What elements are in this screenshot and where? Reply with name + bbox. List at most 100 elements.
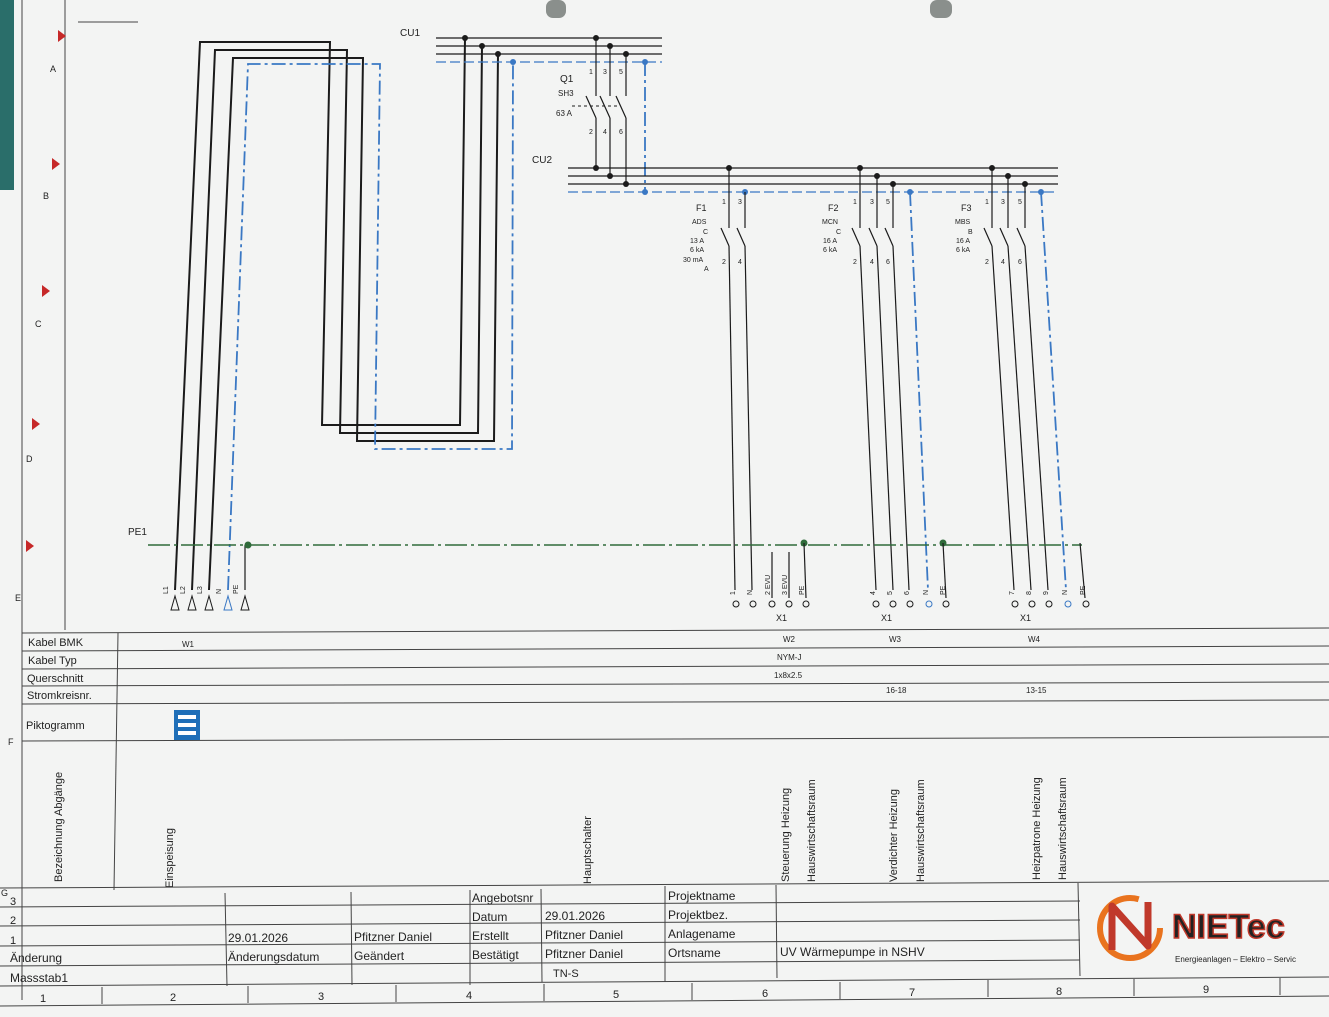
label-aenderung: Änderung bbox=[10, 951, 62, 965]
feed-term-pe: PE bbox=[233, 584, 240, 594]
f3-term-4: 4 bbox=[1001, 259, 1005, 266]
f3-term-2: 2 bbox=[985, 259, 989, 266]
bus-pe1: PE1 bbox=[128, 527, 1086, 599]
label-angebotsnr: Angebotsnr bbox=[472, 891, 533, 905]
f3-rating: 16 A bbox=[956, 238, 970, 245]
feed-term-l1: L1 bbox=[163, 586, 170, 594]
cable-w1: W1 bbox=[182, 640, 195, 649]
distribution-pictogram-icon bbox=[174, 710, 200, 740]
x1a-term-3evu: 3 EVU bbox=[782, 575, 789, 595]
f1-rcd-type: A bbox=[704, 266, 709, 273]
netz-value: TN-S bbox=[553, 968, 579, 980]
f2-term-2: 2 bbox=[853, 259, 857, 266]
column-markers: 1 2 3 4 5 6 7 8 9 bbox=[40, 978, 1281, 1005]
label-massstab: Massstab1 bbox=[10, 971, 68, 985]
f3-type: MBS bbox=[955, 219, 971, 226]
main-switch-q1: Q1 SH3 63 A 1 3 5 2 4 6 bbox=[556, 38, 646, 192]
row-label-b: B bbox=[43, 191, 49, 201]
outgoing-descriptions: Bezeichnung Abgänge Einspeisung Hauptsch… bbox=[53, 772, 1069, 888]
x1a-label: X1 bbox=[776, 613, 787, 623]
row-label-g: G bbox=[1, 888, 8, 898]
desc-f2-room: Hauswirtschaftsraum bbox=[915, 779, 927, 882]
x1b-label: X1 bbox=[881, 613, 892, 623]
row-label-c: C bbox=[35, 319, 42, 329]
f2-term-4: 4 bbox=[870, 259, 874, 266]
col-label-4: 4 bbox=[466, 990, 472, 1002]
x1b-term-5: 5 bbox=[887, 591, 894, 595]
row-kabel-bmk: Kabel BMK bbox=[28, 637, 84, 649]
x1c-term-8: 8 bbox=[1026, 591, 1033, 595]
terminal-block-x1-a: 1 N 2 EVU 3 EVU PE X1 bbox=[730, 575, 810, 623]
x1a-term-pe: PE bbox=[799, 585, 806, 595]
f3-tag: F3 bbox=[961, 203, 972, 213]
feed-term-n: N bbox=[216, 589, 223, 594]
x1a-term-2evu: 2 EVU bbox=[765, 575, 772, 595]
f2-rating: 16 A bbox=[823, 238, 837, 245]
rev-row-2: 2 bbox=[10, 915, 16, 927]
f1-rating: 13 A bbox=[690, 238, 704, 245]
label-projektname: Projektname bbox=[668, 889, 736, 903]
logo-name: NIETec bbox=[1172, 908, 1285, 946]
row-label-d: D bbox=[26, 454, 33, 464]
label-erstellt: Erstellt bbox=[472, 929, 509, 943]
x1c-term-pe: PE bbox=[1080, 585, 1087, 595]
x1c-term-9: 9 bbox=[1043, 591, 1050, 595]
label-geaendert: Geändert bbox=[354, 949, 405, 963]
col-label-6: 6 bbox=[762, 988, 768, 1000]
f2-curve: C bbox=[836, 229, 841, 236]
col-label-8: 8 bbox=[1056, 986, 1062, 998]
col-label-2: 2 bbox=[170, 992, 176, 1004]
desc-header: Bezeichnung Abgänge bbox=[53, 772, 65, 882]
col-label-1: 1 bbox=[40, 993, 46, 1005]
nietec-logo: NIETec Energieanlagen – Elektro – Servic bbox=[1097, 895, 1296, 964]
q1-term-1: 1 bbox=[589, 69, 593, 76]
bus-cu2-label: CU2 bbox=[532, 155, 552, 166]
datum-value: 29.01.2026 bbox=[545, 909, 605, 923]
row-kabel-typ: Kabel Typ bbox=[28, 655, 77, 667]
col-label-7: 7 bbox=[909, 987, 915, 999]
aenderungsdatum-value: 29.01.2026 bbox=[228, 931, 288, 945]
rev-row-3: 3 bbox=[10, 896, 16, 908]
row-markers: A B C D E F G bbox=[1, 30, 66, 898]
f2-ka: 6 kA bbox=[823, 247, 837, 254]
f1-type: ADS bbox=[692, 219, 707, 226]
desc-einspeisung: Einspeisung bbox=[164, 828, 176, 888]
label-datum: Datum bbox=[472, 910, 507, 924]
bus-cu1: CU1 bbox=[400, 28, 662, 65]
label-anlagename: Anlagename bbox=[668, 927, 736, 941]
x1b-term-n: N bbox=[923, 590, 930, 595]
label-aenderungsdatum: Änderungsdatum bbox=[228, 950, 319, 964]
feed-wiring bbox=[174, 37, 514, 591]
col-label-3: 3 bbox=[318, 991, 324, 1003]
q1-tag: Q1 bbox=[560, 74, 574, 85]
terminal-block-x1-b: 4 5 6 N PE X1 bbox=[870, 585, 950, 623]
x1b-term-4: 4 bbox=[870, 591, 877, 595]
erstellt-value: Pfitzner Daniel bbox=[545, 928, 623, 942]
desc-hauptschalter: Hauptschalter bbox=[582, 816, 594, 884]
q1-term-3: 3 bbox=[603, 69, 607, 76]
q1-type: SH3 bbox=[558, 89, 574, 98]
feed-terminals: L1 L2 L3 N PE bbox=[163, 584, 250, 611]
cable-w2: W2 bbox=[783, 635, 796, 644]
x1b-term-6: 6 bbox=[904, 591, 911, 595]
title-block: 3 2 1 Änderung Massstab1 29.01.2026 Ände… bbox=[0, 880, 1329, 1007]
f2-term-5: 5 bbox=[886, 199, 890, 206]
f3-ka: 6 kA bbox=[956, 247, 970, 254]
row-piktogramm: Piktogramm bbox=[26, 720, 85, 732]
q1-term-5: 5 bbox=[619, 69, 623, 76]
row-label-a: A bbox=[50, 64, 56, 74]
f3-term-5: 5 bbox=[1018, 199, 1022, 206]
desc-f3-room: Hauswirtschaftsraum bbox=[1057, 777, 1069, 880]
cable-querschnitt-value: 1x8x2.5 bbox=[774, 671, 803, 680]
f1-ka: 6 kA bbox=[690, 247, 704, 254]
breaker-f3: F3 MBS B 16 A 6 kA 1 3 5 2 4 6 bbox=[955, 168, 1067, 591]
q1-term-4: 4 bbox=[603, 129, 607, 136]
f3-curve: B bbox=[968, 229, 973, 236]
f2-tag: F2 bbox=[828, 203, 839, 213]
logo-tagline: Energieanlagen – Elektro – Servic bbox=[1175, 955, 1296, 964]
x1a-term-n: N bbox=[747, 590, 754, 595]
q1-rating: 63 A bbox=[556, 109, 573, 118]
cable-w4: W4 bbox=[1028, 635, 1041, 644]
x1c-label: X1 bbox=[1020, 613, 1031, 623]
